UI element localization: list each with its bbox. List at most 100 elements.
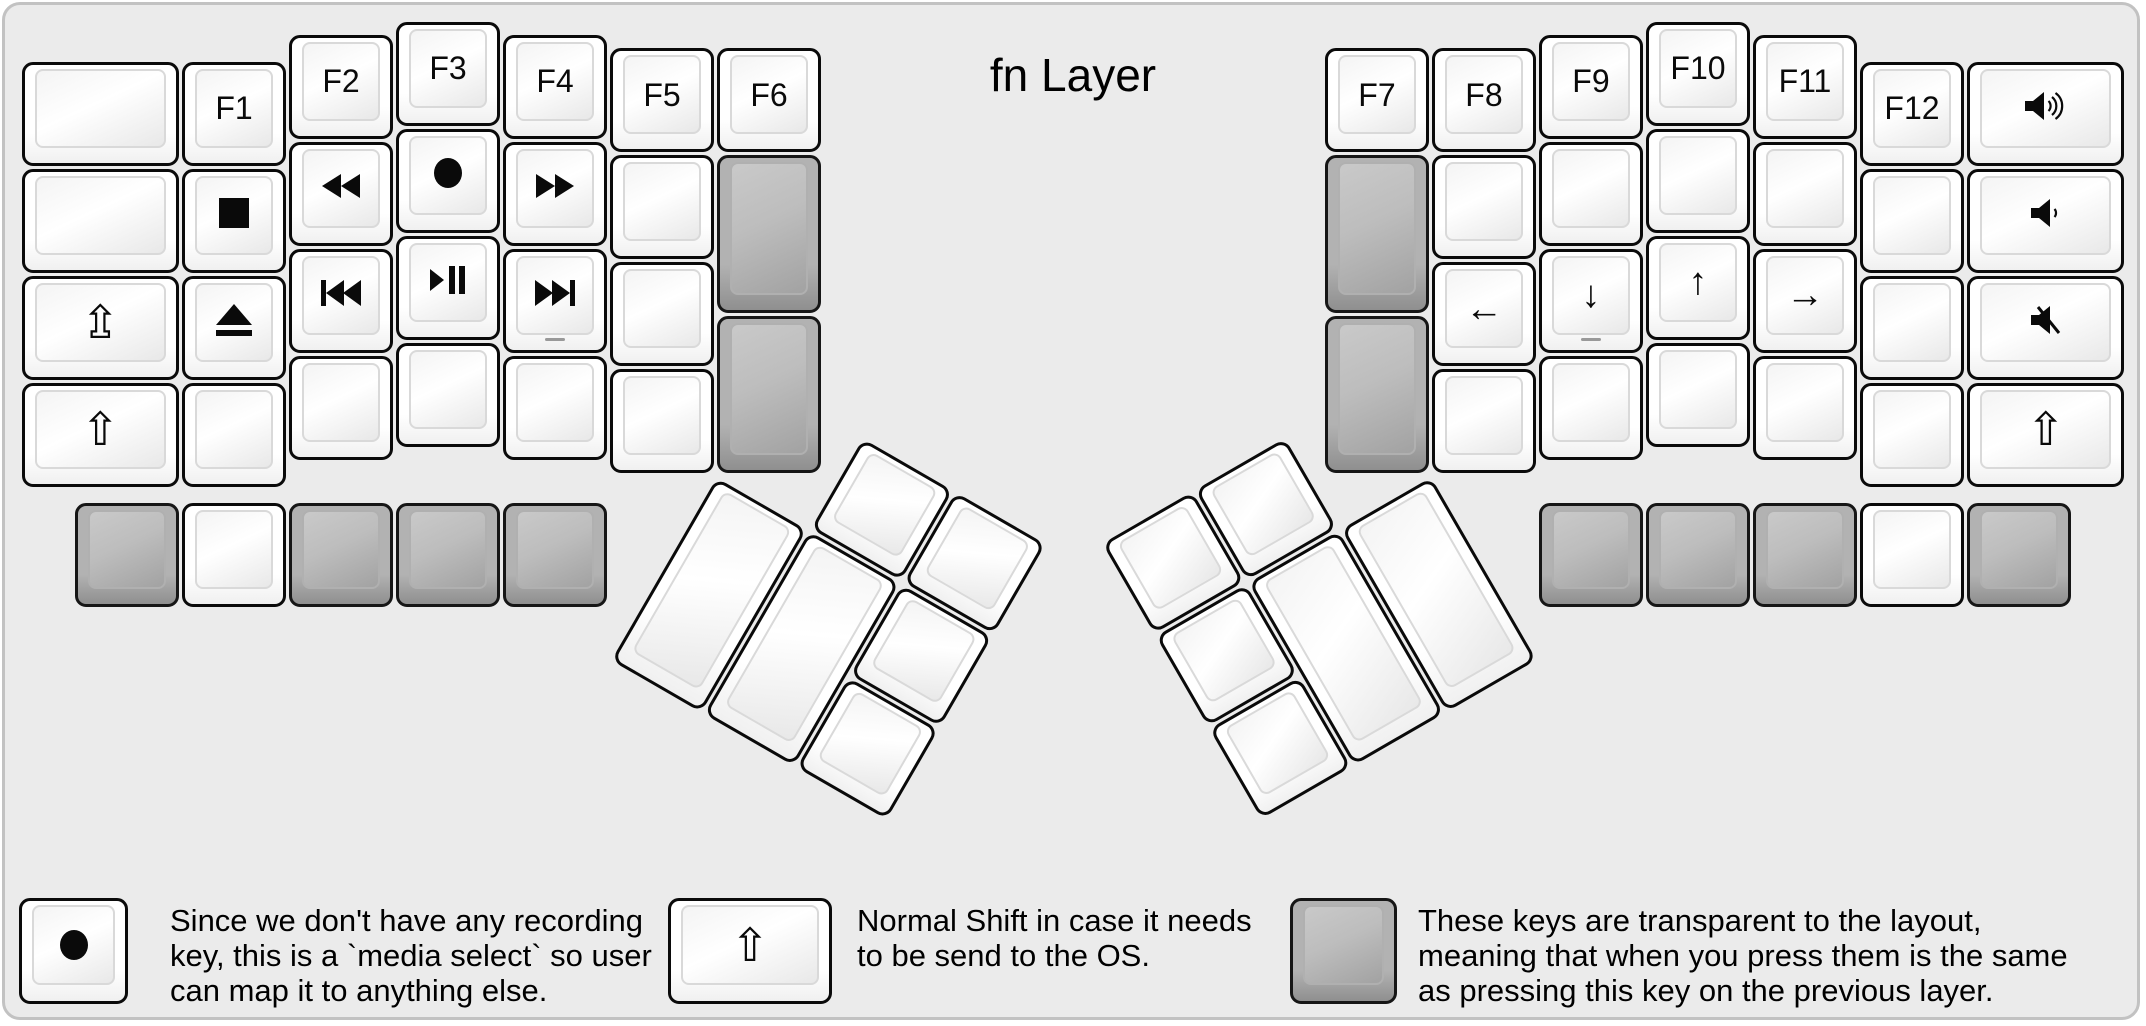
keycap-top: [623, 376, 701, 456]
key-blank[interactable]: [503, 355, 607, 460]
key-transparent[interactable]: [1538, 503, 1643, 607]
keycap-top: [730, 162, 808, 295]
key-transparent[interactable]: [289, 503, 393, 607]
keycap-top: [302, 510, 380, 589]
keycap-top: [195, 282, 273, 362]
key-blank[interactable]: [1431, 155, 1536, 260]
key-transparent[interactable]: [1324, 155, 1429, 313]
key-stop[interactable]: [182, 168, 286, 273]
key-f3[interactable]: F3: [396, 21, 500, 126]
key-arrow-up[interactable]: ↑: [1645, 235, 1750, 340]
key-label: F3: [429, 50, 467, 86]
key-blank[interactable]: [21, 61, 179, 166]
keycap-top: [516, 255, 594, 335]
key-eject[interactable]: [182, 275, 286, 380]
eject-icon: [216, 304, 252, 340]
key-prev-track[interactable]: [289, 248, 393, 353]
keycap-top: [516, 148, 594, 228]
key-volume-down[interactable]: [1966, 168, 2125, 273]
key-blank[interactable]: [1859, 275, 1964, 380]
key-fast-forward[interactable]: [503, 141, 607, 246]
keycap-top: [409, 510, 487, 589]
key-f2[interactable]: F2: [289, 34, 393, 139]
key-label: F9: [1572, 63, 1610, 100]
keycap-top: [1658, 135, 1737, 215]
key-next-track[interactable]: [503, 248, 607, 353]
prev-track-icon: [321, 280, 361, 310]
key-f7[interactable]: F7: [1324, 48, 1429, 153]
key-label: ⇫: [80, 296, 120, 349]
key-arrow-left[interactable]: ←: [1431, 262, 1536, 367]
legend-item-record-text: Since we don't have any recording key, t…: [170, 903, 652, 1008]
key-blank[interactable]: [1859, 168, 1964, 273]
key-label: →: [1785, 274, 1824, 317]
record-icon: [433, 157, 463, 193]
keycap-top: [195, 389, 273, 469]
key-blank[interactable]: [1859, 503, 1964, 607]
key-label: F4: [536, 63, 574, 100]
key-blank[interactable]: [182, 382, 286, 487]
key-transparent[interactable]: [1752, 503, 1857, 607]
key-blank[interactable]: [182, 503, 286, 607]
key-label: ↑: [1688, 261, 1708, 303]
key-blank[interactable]: [610, 155, 714, 260]
keycap-top: [302, 148, 380, 228]
key-transparent[interactable]: [75, 503, 179, 607]
key-f9[interactable]: F9: [1538, 34, 1643, 139]
key-blank[interactable]: [1645, 128, 1750, 233]
shift-icon: ⇧: [681, 905, 819, 985]
key-label: F6: [750, 76, 788, 113]
key-volume-up[interactable]: [1966, 61, 2125, 166]
key-f12[interactable]: F12: [1859, 61, 1964, 166]
key-rewind[interactable]: [289, 141, 393, 246]
keycap-top: [1872, 282, 1951, 362]
key-arrow-down[interactable]: ↓: [1538, 248, 1643, 353]
key-shift[interactable]: ⇧: [21, 382, 179, 487]
key-blank[interactable]: [21, 168, 179, 273]
key-label: F5: [643, 76, 681, 113]
key-transparent[interactable]: [503, 503, 607, 607]
key-record[interactable]: [396, 128, 500, 233]
record-key-sample: [19, 898, 128, 1004]
key-label: F12: [1884, 90, 1940, 127]
key-transparent[interactable]: [1645, 503, 1750, 607]
homing-dash: [545, 337, 565, 341]
keycap-top: [195, 510, 273, 589]
key-f6[interactable]: F6: [717, 48, 821, 153]
keycap-top: [516, 362, 594, 442]
key-transparent[interactable]: [717, 315, 821, 474]
key-caps[interactable]: ⇫: [21, 275, 179, 380]
key-blank[interactable]: [289, 355, 393, 460]
keycap-top: [195, 175, 273, 255]
key-transparent[interactable]: [1324, 315, 1429, 474]
key-f1[interactable]: F1: [182, 61, 286, 166]
key-f10[interactable]: F10: [1645, 21, 1750, 126]
key-blank[interactable]: [1431, 369, 1536, 474]
key-play-pause[interactable]: [396, 235, 500, 340]
key-transparent[interactable]: [717, 155, 821, 313]
keycap-top: [623, 269, 701, 349]
key-blank[interactable]: [1859, 382, 1964, 487]
keycap-top: [1551, 510, 1630, 589]
key-transparent[interactable]: [396, 503, 500, 607]
key-shift[interactable]: ⇧: [1966, 382, 2125, 487]
key-blank[interactable]: [1645, 342, 1750, 447]
key-blank[interactable]: [1538, 141, 1643, 246]
keycap-top: [1979, 282, 2112, 362]
key-f4[interactable]: F4: [503, 34, 607, 139]
key-f5[interactable]: F5: [610, 48, 714, 153]
key-f11[interactable]: F11: [1752, 34, 1857, 139]
key-mute[interactable]: [1966, 275, 2125, 380]
key-blank[interactable]: [396, 342, 500, 447]
keycap-top: ⇧: [1979, 389, 2112, 469]
key-blank[interactable]: [610, 262, 714, 367]
key-blank[interactable]: [1752, 141, 1857, 246]
key-arrow-right[interactable]: →: [1752, 248, 1857, 353]
key-blank[interactable]: [1538, 355, 1643, 460]
key-f8[interactable]: F8: [1431, 48, 1536, 153]
keycap-top: [1658, 510, 1737, 589]
key-transparent[interactable]: [1966, 503, 2071, 607]
stop-icon: [219, 198, 249, 232]
key-blank[interactable]: [610, 369, 714, 474]
key-blank[interactable]: [1752, 355, 1857, 460]
